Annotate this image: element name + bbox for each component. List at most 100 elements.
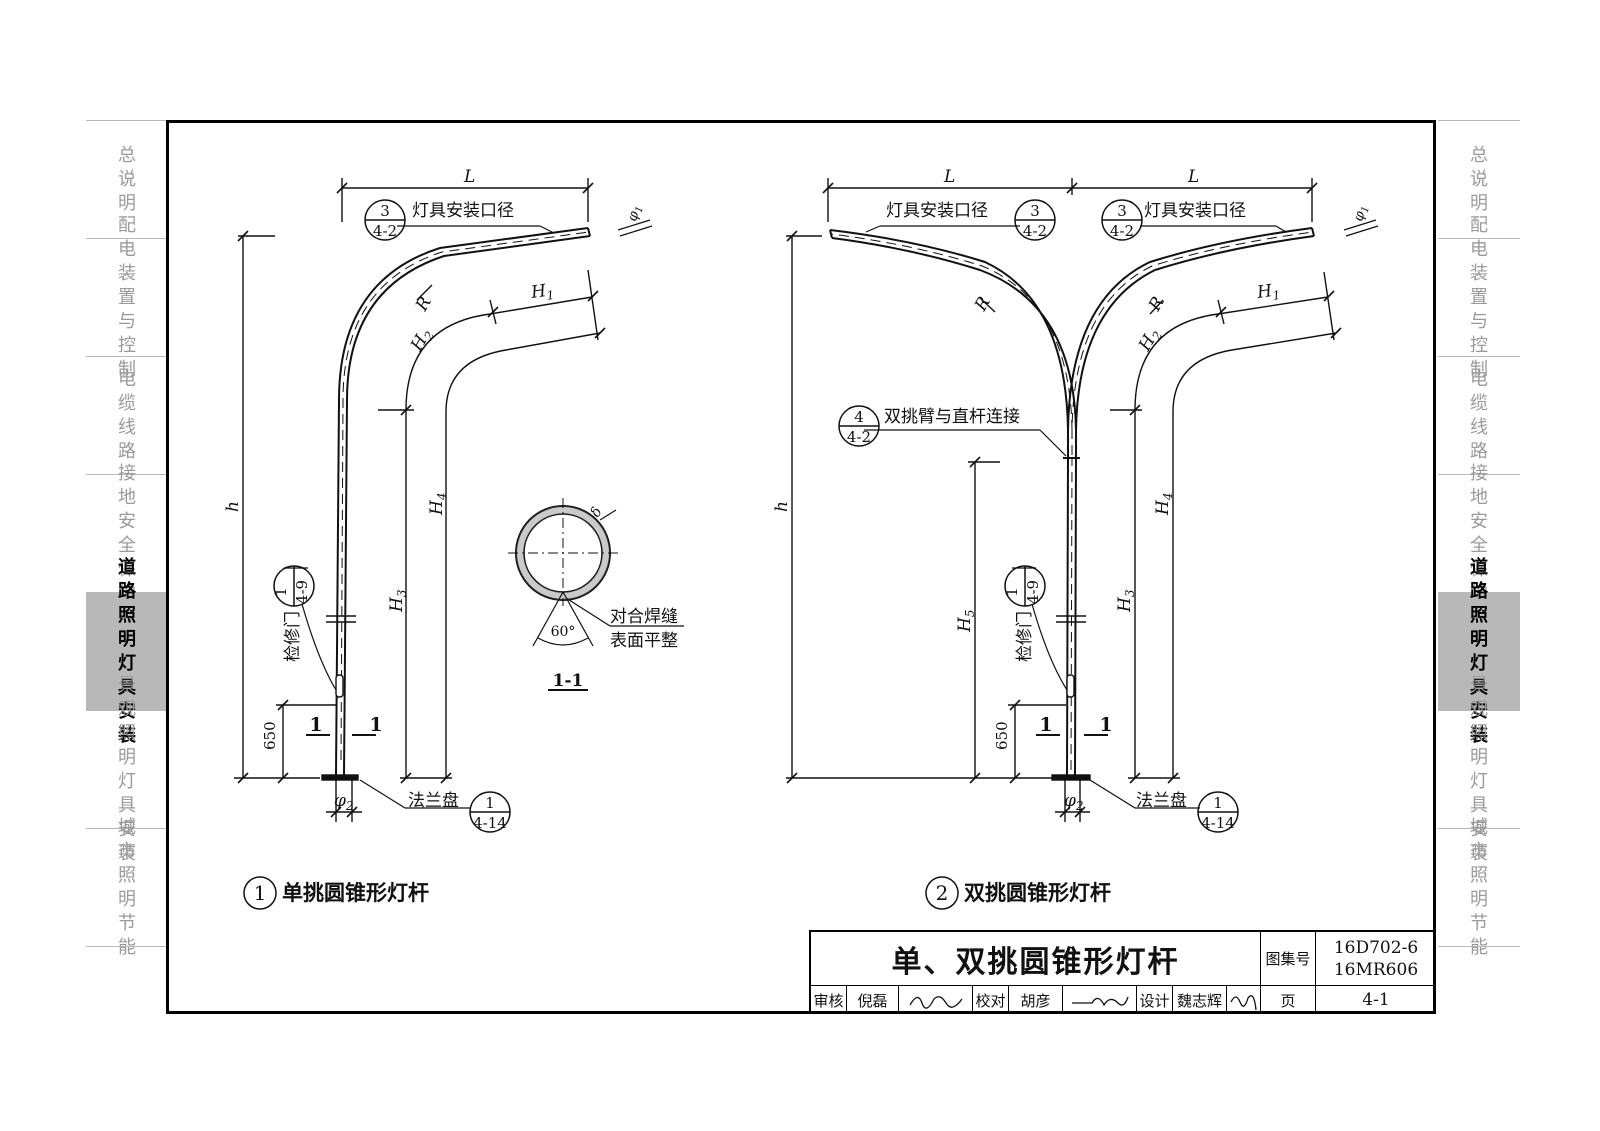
atlas-number-label: 图集号 [1261,932,1316,986]
sidebar-divider [1438,946,1520,947]
fig2-topright-balloon-num: 3 [1117,202,1127,220]
fig2-dim-R-right: R [1145,293,1169,315]
fig1-caption: 单挑圆锥形灯杆 [282,880,429,905]
design-label: 设计 [1137,986,1173,1014]
fig2-dim-L-right: L [1187,167,1199,187]
sidebar-item-label: 配电装置与控制 [118,215,136,380]
sidebar-item-label: 电缆线路 [1470,369,1488,462]
figure2-pole [829,227,1315,781]
fig2-callout-joint-label: 双挑臂与直杆连接 [884,407,1020,427]
sidebar-item-4[interactable]: 道路照明灯具安装 [86,557,168,746]
sidebar-item-label: 景观照明灯具安装 [1470,675,1488,864]
fig1-callout-door-label: 检修门 [283,611,303,662]
fig1-dim-H1: H1 [529,280,555,305]
fig2-dim-phi2: φ2 [1064,791,1084,813]
fig1-dim-R: R [412,293,436,315]
signature-icon [908,996,963,1009]
atlas-number-2: 16MR606 [1333,959,1419,980]
designer-name: 魏志辉 [1173,986,1227,1014]
fig1-callout-flange-label: 法兰盘 [408,791,459,811]
fig2-dim-h: h [772,501,792,512]
fig1-dim-phi1: φ1 [624,203,646,223]
sidebar-item-5[interactable]: 景观照明灯具安装 [1438,675,1520,864]
fig1-number: 1 [254,881,267,905]
fig2-callout-door-label: 检修门 [1015,611,1035,662]
sidebar-item-6[interactable]: 城市照明节能 [86,817,168,958]
sidebar-divider [86,946,168,947]
fig2-dim-650: 650 [993,721,1011,750]
section-angle: 60° [551,624,576,640]
fig1-dim-H3: H3 [387,589,409,613]
page-label: 页 [1261,986,1316,1014]
checker-name: 胡彦 [1009,986,1063,1014]
review-label: 审核 [811,986,847,1014]
fig2-door-balloon-ref: 4-9 [1024,580,1042,604]
page-number: 4-1 [1362,990,1390,1010]
fig2-dim-L-left: L [943,167,955,187]
fig2-joint-balloon-ref: 4-2 [847,428,871,446]
section-weld-line2: 表面平整 [610,631,678,651]
fig2-dim-phi1: φ1 [1350,203,1372,223]
section-1-1 [508,498,684,691]
sidebar-item-label: 景观照明灯具安装 [118,675,136,864]
fig1-callout-top-label: 灯具安装口径 [412,201,514,221]
fig1-dim-H2: H2 [407,325,438,356]
fig2-callout-flange-label: 法兰盘 [1136,791,1187,811]
fig2-callout-topleft-label: 灯具安装口径 [886,201,988,221]
check-label: 校对 [973,986,1009,1014]
sidebar-item-1[interactable]: 配电装置与控制 [1438,215,1520,380]
reviewer-name: 倪磊 [847,986,899,1014]
sidebar-item-label: 总说明 [1470,145,1488,214]
title-block: 单、双挑圆锥形灯杆 图集号 16D702-6 16MR606 审核 倪磊 校对 … [809,930,1436,1014]
fig2-dim-H3: H3 [1115,589,1137,613]
fig2-dim-H4: H4 [1153,493,1175,516]
section-weld-line1: 对合焊缝 [610,607,678,627]
sidebar-item-0[interactable]: 总说明 [1438,120,1520,239]
fig2-topleft-balloon-num: 3 [1030,202,1040,220]
fig1-section-mark-right: 1 [369,714,382,736]
sidebar-item-3[interactable]: 接地安全保护 [86,463,168,604]
fig2-dim-R-left: R [971,293,995,315]
fig1-dim-H4: H4 [427,493,449,516]
sidebar-item-label: 城市照明节能 [1470,817,1488,958]
signature-icon [1229,995,1257,1011]
fig2-topright-balloon-ref: 4-2 [1110,222,1134,240]
fig1-flange-balloon-num: 1 [485,794,495,812]
signature-icon [1071,996,1129,1007]
fig2-door-balloon-num: 1 [1003,587,1021,597]
fig2-dim-H1: H1 [1255,280,1281,305]
fig1-dim-L: L [463,167,475,187]
sidebar-item-label: 道路照明灯具安装 [1470,557,1488,746]
fig1-section-mark-left: 1 [309,714,322,736]
fig2-caption: 双挑圆锥形灯杆 [964,880,1111,905]
atlas-number-1: 16D702-6 [1333,937,1419,958]
sidebar-item-label: 电缆线路 [118,369,136,462]
drawing-frame [166,120,1436,1014]
fig2-flange-balloon-ref: 4-14 [1201,814,1235,832]
sidebar-item-2[interactable]: 电缆线路 [86,356,168,475]
fig1-top-balloon-ref: 4-2 [373,222,397,240]
sidebar-item-label: 城市照明节能 [118,817,136,958]
designer-signature [1227,986,1261,1014]
sidebar-item-4[interactable]: 道路照明灯具安装 [1438,557,1520,746]
fig2-dim-H5: H5 [955,610,977,633]
sidebar-item-label: 配电装置与控制 [1470,215,1488,380]
fig1-door-balloon-ref: 4-9 [293,580,311,604]
section-title: 1-1 [553,671,584,691]
fig1-dim-phi2: φ2 [334,791,354,813]
sidebar-item-6[interactable]: 城市照明节能 [1438,817,1520,958]
figure1-pole [306,227,591,781]
sidebar-item-2[interactable]: 电缆线路 [1438,356,1520,475]
sidebar-item-1[interactable]: 配电装置与控制 [86,215,168,380]
sidebar-item-label: 道路照明灯具安装 [118,557,136,746]
sidebar-item-0[interactable]: 总说明 [86,120,168,239]
sidebar-item-label: 总说明 [118,145,136,214]
sidebar-item-5[interactable]: 景观照明灯具安装 [86,675,168,864]
reference-balloons [243,199,1239,910]
fig2-flange-balloon-num: 1 [1213,794,1223,812]
atlas-number: 16D702-6 16MR606 [1316,932,1436,986]
fig2-topleft-balloon-ref: 4-2 [1023,222,1047,240]
fig2-section-mark-right: 1 [1099,714,1112,736]
fig2-joint-balloon-num: 4 [854,408,864,426]
